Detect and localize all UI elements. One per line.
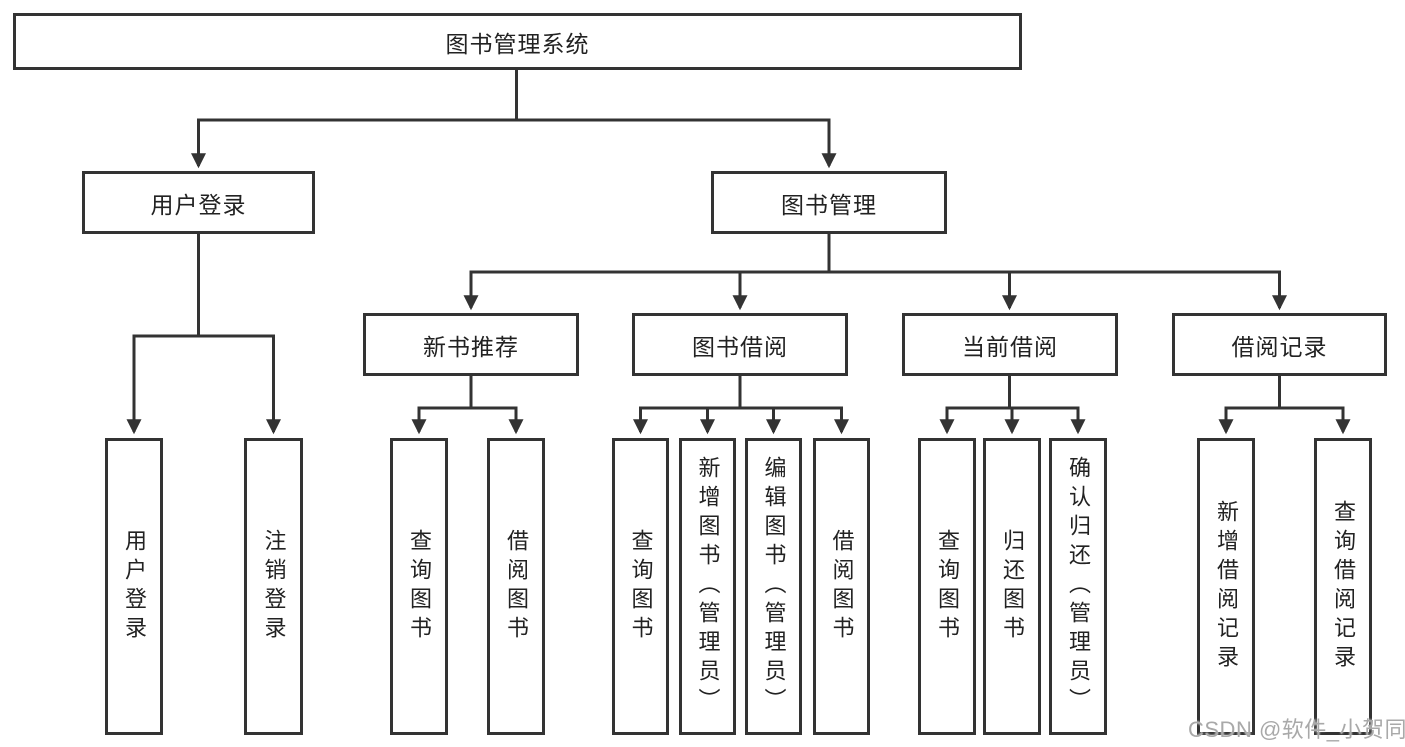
leaf-current-confirm-return: 确认归还（管理员）: [1049, 438, 1107, 735]
node-user-login: 用户登录: [82, 171, 315, 234]
leaf-label: 查询图书: [628, 528, 654, 645]
leaf-label: 用户登录: [122, 528, 147, 645]
watermark: CSDN @软件_小贺同学: [1188, 717, 1405, 742]
node-book-borrow: 图书借阅: [632, 313, 848, 376]
leaf-recommend-borrow-book: 借阅图书: [487, 438, 545, 735]
leaf-label: 确认归还（管理员）: [1066, 456, 1091, 717]
leaf-current-query-book: 查询图书: [918, 438, 976, 735]
leaf-label: 查询借阅记录: [1331, 499, 1356, 674]
leaf-user-login: 用户登录: [105, 438, 163, 735]
leaf-label: 新增图书（管理员）: [695, 456, 721, 717]
node-borrow-record: 借阅记录: [1172, 313, 1387, 376]
leaf-current-return-book: 归还图书: [983, 438, 1041, 735]
leaf-label: 注销登录: [261, 528, 287, 645]
leaf-label: 归还图书: [1000, 528, 1025, 645]
leaf-logout: 注销登录: [244, 438, 303, 735]
leaf-recommend-query-book: 查询图书: [390, 438, 448, 735]
node-new-book-recommend: 新书推荐: [363, 313, 579, 376]
node-current-borrow: 当前借阅: [902, 313, 1118, 376]
leaf-label: 编辑图书（管理员）: [761, 456, 787, 717]
leaf-label: 借阅图书: [504, 528, 529, 645]
leaf-label: 新增借阅记录: [1214, 499, 1239, 674]
node-book-management: 图书管理: [711, 171, 947, 234]
leaf-label: 查询图书: [935, 528, 960, 645]
node-root: 图书管理系统: [13, 13, 1022, 70]
leaf-label: 查询图书: [407, 528, 432, 645]
leaf-record-query: 查询借阅记录: [1314, 438, 1372, 735]
leaf-borrow-edit-book: 编辑图书（管理员）: [745, 438, 802, 735]
leaf-borrow-borrow-book: 借阅图书: [813, 438, 870, 735]
leaf-borrow-add-book: 新增图书（管理员）: [679, 438, 736, 735]
leaf-record-add: 新增借阅记录: [1197, 438, 1255, 735]
leaf-label: 借阅图书: [829, 528, 855, 645]
leaf-borrow-query-book: 查询图书: [612, 438, 669, 735]
